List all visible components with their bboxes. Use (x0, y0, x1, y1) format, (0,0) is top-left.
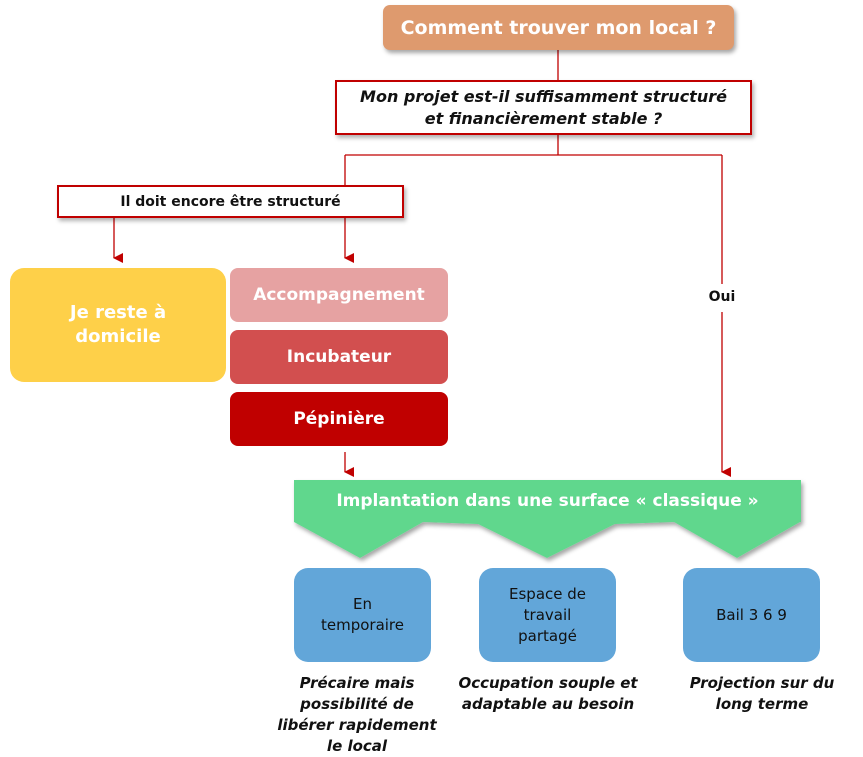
accompagnement-text: Accompagnement (253, 285, 425, 305)
option-coworking-text: Espace de travail partagé (509, 584, 586, 645)
implantation-banner-shape (294, 480, 801, 558)
question-text: Mon projet est-il suffisamment structuré… (360, 86, 727, 128)
question-box: Mon projet est-il suffisamment structuré… (335, 80, 752, 135)
connectors-layer (113, 50, 801, 558)
option-bail-text: Bail 3 6 9 (716, 605, 787, 624)
incubateur-box: Incubateur (230, 330, 448, 384)
stay-home-text: Je reste à domicile (69, 302, 167, 347)
option-coworking-box: Espace de travail partagé (479, 568, 616, 662)
title-text: Comment trouver mon local ? (400, 16, 717, 39)
pepiniere-text: Pépinière (293, 409, 385, 429)
caption-coworking: Occupation souple et adaptable au besoin (458, 674, 638, 713)
implantation-text: Implantation dans une surface « classiqu… (336, 491, 759, 511)
accompagnement-box: Accompagnement (230, 268, 448, 322)
caption-bail: Projection sur du long terme (689, 674, 835, 713)
oui-label: Oui (702, 286, 742, 308)
implantation-banner: Implantation dans une surface « classiqu… (294, 480, 801, 522)
stay-home-box: Je reste à domicile (10, 268, 226, 382)
needs-structure-text: Il doit encore être structuré (120, 193, 341, 210)
pepiniere-box: Pépinière (230, 392, 448, 446)
needs-structure-box: Il doit encore être structuré (57, 185, 404, 218)
option-temporaire-box: En temporaire (294, 568, 431, 662)
option-temporaire-text: En temporaire (320, 595, 404, 634)
option-bail-box: Bail 3 6 9 (683, 568, 820, 662)
title-box: Comment trouver mon local ? (383, 5, 734, 50)
oui-text: Oui (708, 289, 736, 305)
caption-temporaire: Précaire mais possibilité de libérer rap… (277, 674, 437, 755)
incubateur-text: Incubateur (286, 347, 392, 367)
